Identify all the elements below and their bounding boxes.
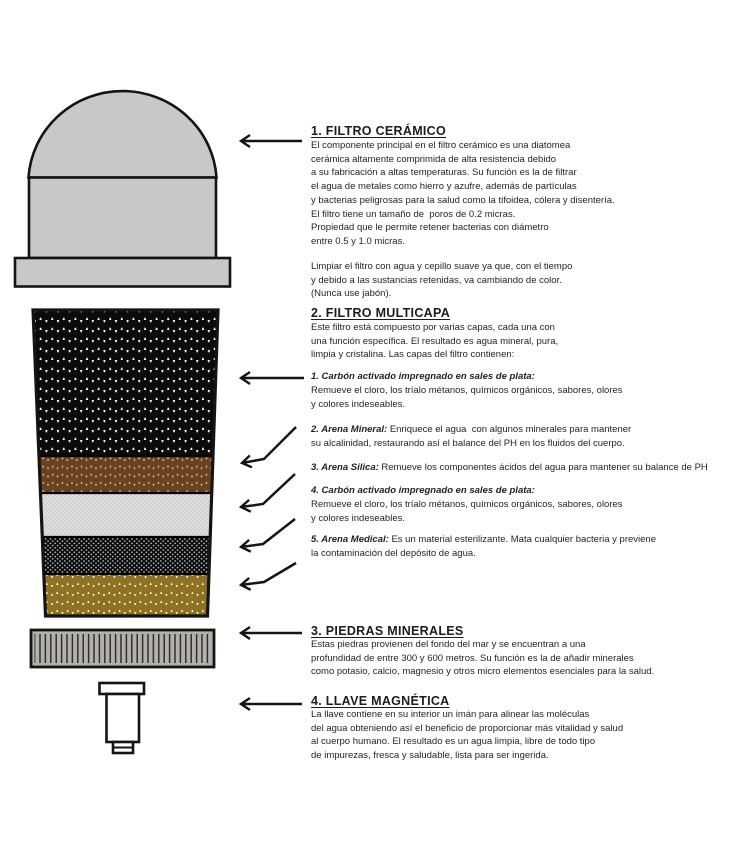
magnetic-tap-illustration <box>98 681 146 755</box>
section-llave-heading: 4. LLAVE MAGNÉTICA <box>311 694 450 708</box>
layer-item-2-text: Enriquece el agua con algunos minerales … <box>311 424 632 449</box>
layer-separators <box>33 454 218 576</box>
section-piedras-body: Estas piedras provienen del fondo del ma… <box>311 639 655 678</box>
ceramic-filter-illustration <box>13 89 232 288</box>
layer-item-3: 3. Arena Silica: Remueve los componentes… <box>311 461 708 475</box>
layer-carbon-1 <box>33 310 218 456</box>
layer-item-5: 5. Arena Medical: Es un material esteril… <box>311 533 656 560</box>
ceramic-dome <box>27 89 218 179</box>
multilayer-filter-illustration <box>31 308 220 618</box>
layer-arena-silica <box>33 493 218 537</box>
ceramic-base <box>13 256 232 288</box>
ceramic-body <box>27 176 218 260</box>
arrow-arena-mineral <box>239 426 297 469</box>
section-multicapa-intro: Este filtro está compuesto por varias ca… <box>311 322 559 361</box>
layer-item-4-label: 4. Carbón activado impregnado en sales d… <box>311 485 535 496</box>
section-multicapa-heading: 2. FILTRO MULTICAPA <box>311 306 451 320</box>
section-piedras-heading: 3. PIEDRAS MINERALES <box>311 624 464 638</box>
layer-item-5-label: 5. Arena Medical: <box>311 534 389 545</box>
layer-carbon-2 <box>33 537 218 574</box>
layer-arena-medical <box>33 574 218 616</box>
section-llave-body: La llave contiene en su interior un imán… <box>311 709 624 762</box>
layer-item-3-text: Remueve los componentes ácidos del agua … <box>381 462 708 473</box>
layer-item-1-label: 1. Carbón activado impregnado en sales d… <box>311 371 535 382</box>
section-ceramic-heading: 1. FILTRO CERÁMICO <box>311 124 447 138</box>
callout-arrows <box>238 134 304 711</box>
tap-body <box>105 692 141 744</box>
layer-item-4-text: Remueve el cloro, los tríalo métanos, qu… <box>311 499 623 524</box>
arrow-carbon-2 <box>238 518 296 553</box>
multilayer-outline <box>31 308 220 618</box>
layer-item-2: 2. Arena Mineral: Enriquece el agua con … <box>311 423 631 450</box>
section-ceramic-paragraph-2: Limpiar el filtro con agua y cepillo sua… <box>311 261 573 300</box>
stones-texture <box>34 634 211 663</box>
arrow-arena-silica <box>238 473 296 513</box>
arrow-arena-medical <box>238 561 297 591</box>
layer-item-5-text: Es un material esterilizante. Mata cualq… <box>311 534 656 559</box>
layer-item-3-label: 3. Arena Silica: <box>311 462 379 473</box>
tap-flange <box>98 681 146 696</box>
section-ceramic-paragraph-1: El componente principal en el filtro cer… <box>311 140 615 247</box>
layer-arena-mineral <box>33 456 218 493</box>
layer-item-2-label: 2. Arena Mineral: <box>311 424 388 435</box>
mineral-stones-illustration <box>29 628 216 669</box>
layer-item-1-text: Remueve el cloro, los tríalo métanos, qu… <box>311 385 623 410</box>
